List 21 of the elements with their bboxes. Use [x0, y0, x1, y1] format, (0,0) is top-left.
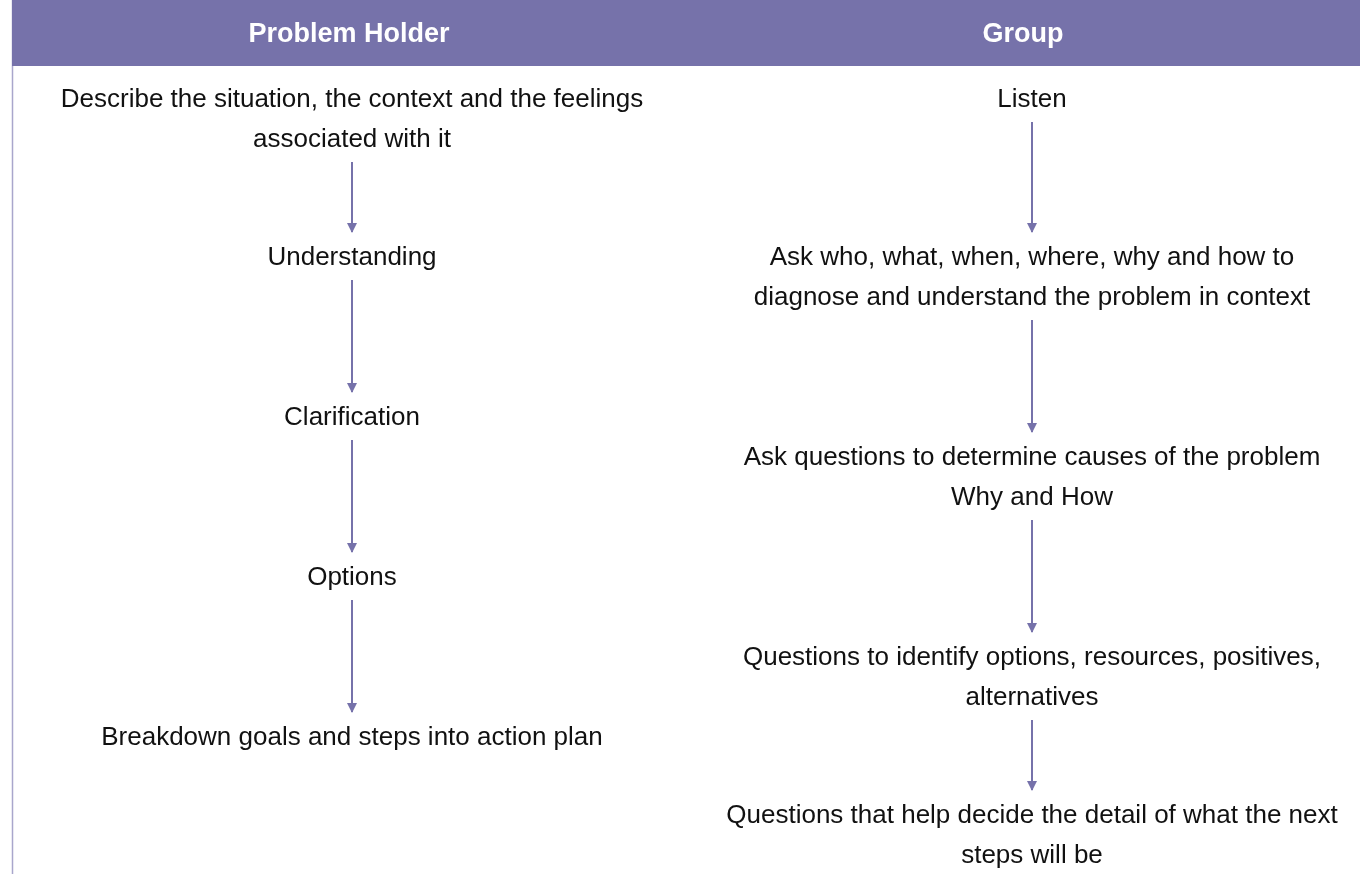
step-text: Understanding [47, 236, 657, 276]
step-text: Clarification [47, 396, 657, 436]
arrow [1027, 319, 1037, 433]
arrow [347, 279, 357, 393]
step-text: Options [47, 556, 657, 596]
step-text: Why and How [950, 480, 1114, 513]
arrow [347, 599, 357, 713]
column-header: Problem Holder [12, 0, 686, 66]
step-text: Describe the situation, the context and the feelings associated with it [47, 78, 657, 158]
step-text: Listen [717, 78, 1347, 118]
step-text: Questions to identify options, resources, positives, alternatives [717, 636, 1347, 716]
step-text: Ask who, what, when, where, why and how to diagnose and understand the problem in context [717, 236, 1347, 316]
step-text: Questions that help decide the detail of what the next steps will be [702, 794, 1360, 874]
arrow [1027, 121, 1037, 233]
arrow [1027, 719, 1037, 791]
arrow [347, 161, 357, 233]
arrow [347, 439, 357, 553]
step-text: Breakdown goals and steps into action plan [17, 716, 687, 756]
column-header: Group [686, 0, 1360, 66]
arrow [1027, 519, 1037, 633]
step-text: Ask questions to determine causes of the problem [742, 440, 1322, 473]
